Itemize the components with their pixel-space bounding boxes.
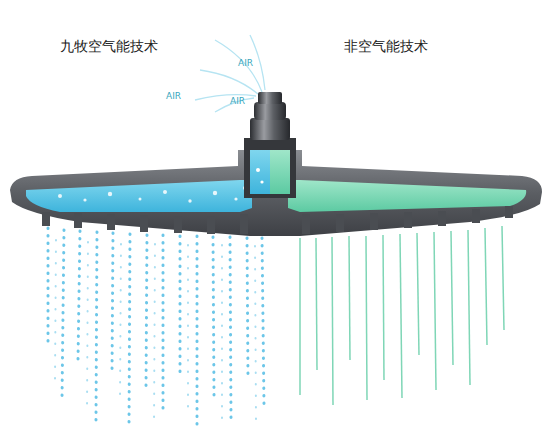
neck-water-air [250,150,270,194]
connector-nut [254,102,286,120]
section-heading: 九牧空气能技术 [60,38,158,56]
water-droplets [55,240,256,428]
neck-housing [244,138,296,198]
air-label: AIR [238,58,253,68]
swivel-joint [250,118,290,140]
inlet-thread [258,92,282,104]
water-channel-plain [288,180,526,212]
air-label: AIR [166,91,181,101]
air-stream [195,35,265,112]
water-channel-air [26,180,252,212]
water-droplets [48,228,264,428]
air-label: AIR [230,96,245,106]
air-bubbles [58,186,247,203]
shower-shell [10,150,542,236]
water-streams [300,226,504,405]
section-heading: 非空气能技术 [344,38,428,56]
neck-water-plain [270,150,290,194]
nozzle-ribs [42,206,513,234]
